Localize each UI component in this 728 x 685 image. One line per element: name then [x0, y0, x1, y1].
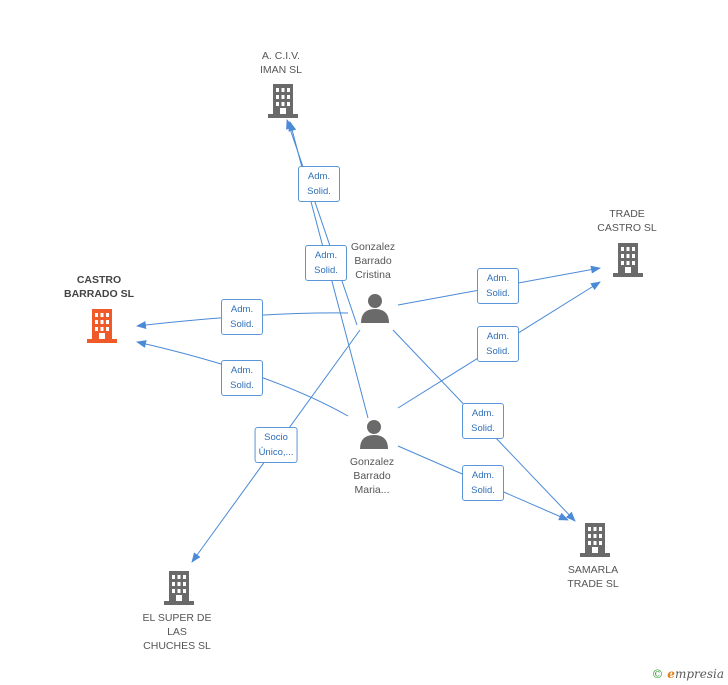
node-label-el-super: EL SUPER DE LAS CHUCHES SL [142, 612, 212, 652]
edge-label-cristina-elsuper[interactable]: Socio Único,... [254, 427, 298, 463]
edge-label-maria-aciv[interactable]: Adm. Solid. [305, 245, 347, 281]
node-label-cristina: Gonzalez Barrado Cristina [350, 241, 396, 281]
edge-label-maria-trade[interactable]: Adm. Solid. [477, 326, 519, 362]
edge-label-cristina-castro[interactable]: Adm. Solid. [221, 299, 263, 335]
building-icon[interactable] [268, 84, 298, 118]
edge-label-maria-samarla[interactable]: Adm. Solid. [462, 465, 504, 501]
node-label-samarla: SAMARLA TRADE SL [567, 564, 619, 590]
person-icon[interactable] [360, 293, 390, 323]
copyright-icon: © [651, 667, 664, 681]
edge-label-cristina-aciv[interactable]: Adm. Solid. [298, 166, 340, 202]
building-icon[interactable] [580, 523, 610, 557]
building-icon[interactable] [164, 571, 194, 605]
building-icon[interactable] [613, 243, 643, 277]
brand-name: mpresia [674, 667, 724, 681]
building-icon[interactable] [87, 309, 117, 343]
node-label-aciv: A. C.I.V. IMAN SL [259, 50, 302, 76]
node-label-castro-barrado: CASTRO BARRADO SL [64, 274, 134, 300]
edge-label-cristina-samarla[interactable]: Adm. Solid. [462, 403, 504, 439]
edge-label-cristina-trade[interactable]: Adm. Solid. [477, 268, 519, 304]
node-label-trade-castro: TRADE CASTRO SL [597, 208, 657, 234]
brand-logo: © empresia [651, 667, 724, 681]
brand-initial: e [667, 667, 675, 681]
edge-label-maria-castro[interactable]: Adm. Solid. [221, 360, 263, 396]
person-icon[interactable] [359, 419, 389, 449]
node-label-maria: Gonzalez Barrado Maria... [349, 456, 395, 496]
